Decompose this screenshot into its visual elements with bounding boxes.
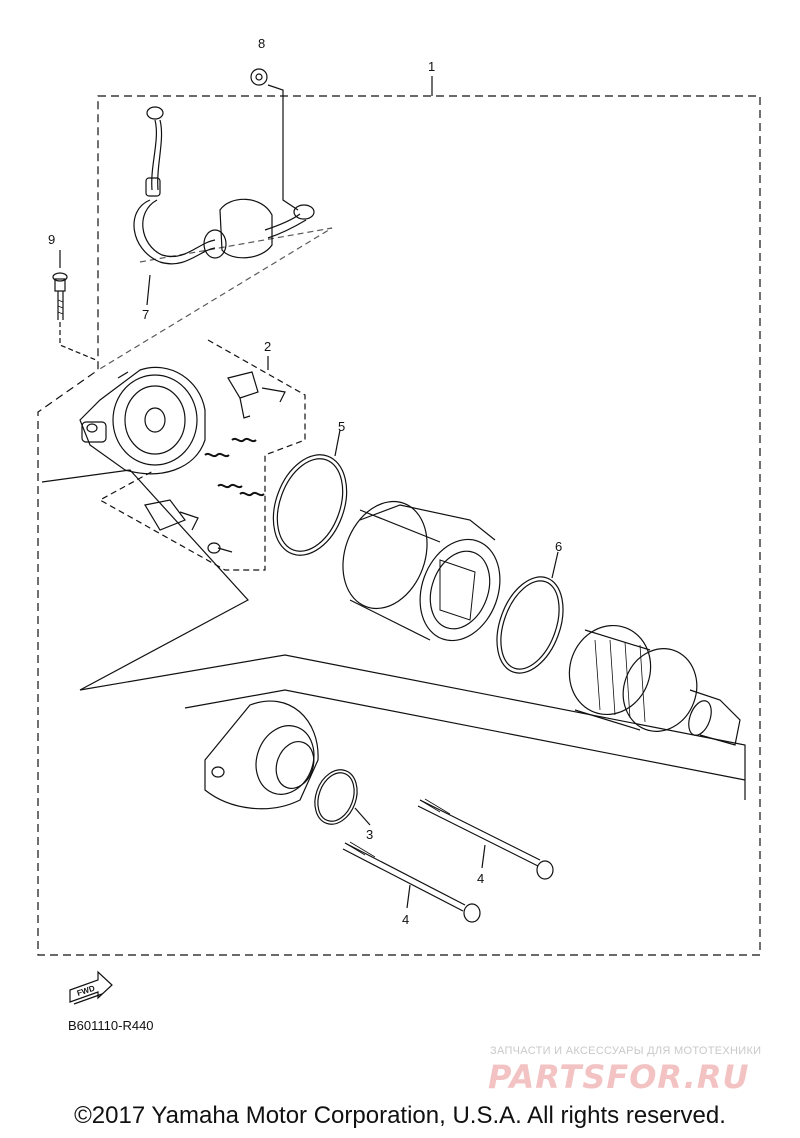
callout-2: 2 — [264, 339, 272, 354]
long-bolt-upper — [417, 798, 554, 880]
lower-region — [41, 469, 249, 691]
yoke-housing — [342, 500, 501, 642]
brush-set-region — [98, 339, 306, 571]
callout-3: 3 — [366, 827, 374, 842]
o-ring-part-6 — [496, 551, 564, 674]
callout-1: 1 — [428, 59, 436, 74]
copyright-text: ©2017 Yamaha Motor Corporation, U.S.A. A… — [74, 1102, 726, 1129]
assembly-boundary — [37, 95, 761, 956]
fwd-arrow-icon — [69, 970, 113, 1005]
callout-8: 8 — [258, 36, 266, 51]
callout-6: 6 — [555, 539, 563, 554]
callout-4-lower: 4 — [402, 912, 410, 927]
armature — [568, 624, 741, 746]
callout-5: 5 — [338, 419, 346, 434]
diagram-code: B601110-R440 — [68, 1018, 154, 1033]
rear-cover — [79, 366, 206, 475]
o-ring-part-3 — [314, 769, 371, 826]
cable-region — [97, 227, 333, 371]
long-bolt-lower — [342, 841, 481, 923]
front-region — [79, 654, 746, 800]
callout-4-upper: 4 — [477, 871, 485, 886]
o-ring-part-5 — [272, 429, 348, 556]
cable-part-7 — [133, 106, 315, 306]
bolt-part-9 — [52, 250, 97, 361]
front-cover — [204, 700, 319, 810]
nut-part-8 — [250, 68, 299, 211]
watermark-tagline: ЗАПЧАСТИ И АКСЕССУАРЫ ДЛЯ МОТОТЕХНИКИ — [490, 1045, 762, 1057]
watermark-logo: PARTSFOR.RU — [488, 1058, 750, 1096]
brush-parts — [144, 371, 286, 554]
callout-7: 7 — [142, 307, 150, 322]
callout-9: 9 — [48, 232, 56, 247]
